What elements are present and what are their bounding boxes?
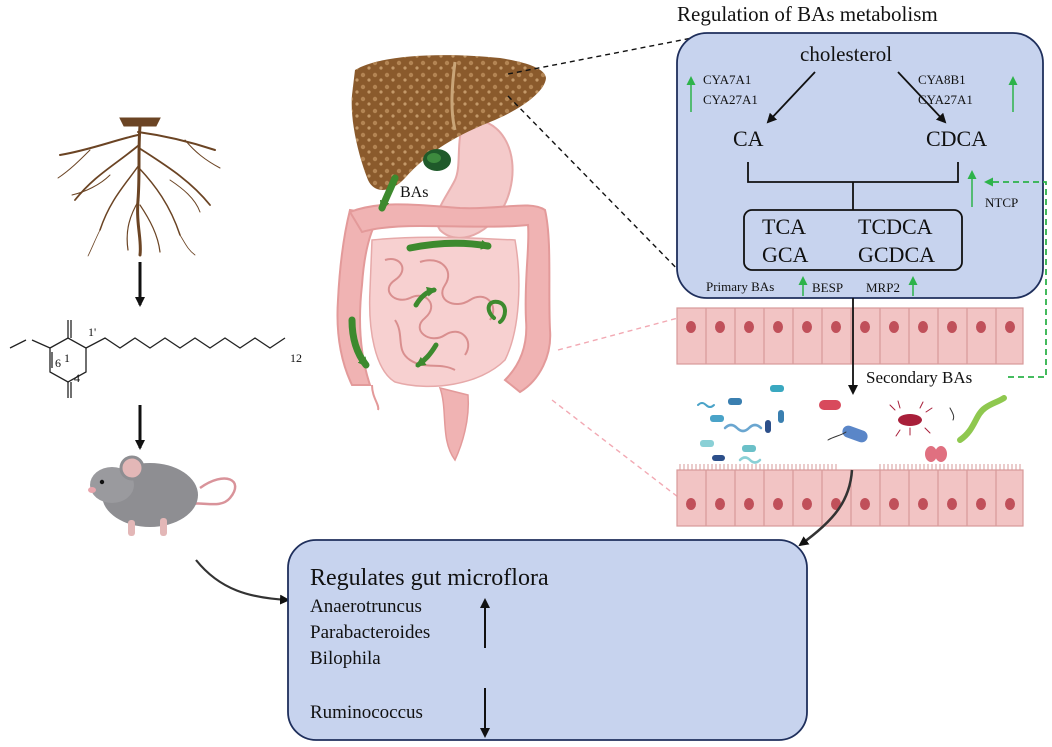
right-enzyme-2: CYA27A1	[918, 92, 973, 107]
atom-label-1: 1	[64, 351, 70, 365]
arrow-chol-to-ca	[766, 71, 816, 124]
ntcp-label: NTCP	[985, 195, 1019, 210]
conjugate-gca: GCA	[762, 242, 809, 267]
right-enzyme-1: CYA8B1	[918, 72, 966, 87]
bacteria-icon	[697, 385, 1007, 464]
ca-label: CA	[733, 126, 764, 151]
atom-label-1-prime: 1'	[88, 325, 97, 339]
mrp2-label: MRP2	[866, 280, 900, 295]
genus-down-1: Ruminococcus	[310, 702, 423, 723]
secondary-bas-label: Secondary BAs	[866, 368, 973, 387]
bile-flow-arrows	[348, 174, 507, 369]
conjugate-tca: TCA	[762, 214, 806, 239]
conjugate-tcdca: TCDCA	[858, 214, 933, 239]
cdca-label: CDCA	[926, 126, 988, 151]
cholesterol-label: cholesterol	[800, 42, 893, 66]
bas-label: BAs	[400, 184, 429, 201]
mouse-icon	[88, 455, 237, 536]
besp-label: BESP	[812, 280, 844, 295]
conjugate-gcdca: GCDCA	[858, 242, 936, 267]
result-title: Regulates gut microflora	[310, 565, 549, 591]
regulation-panel	[676, 32, 1044, 299]
panel-title: Regulation of BAs metabolism	[677, 2, 938, 26]
zoom-line-bottom	[507, 95, 691, 283]
result-box	[287, 539, 808, 741]
genus-up-2: Parabacteroides	[310, 622, 431, 643]
ntcp-feedback-arrow	[984, 177, 1047, 378]
atom-label-12: 12	[290, 351, 302, 365]
epithelium-bottom	[676, 464, 1024, 527]
zoom-line-gut-2	[551, 399, 679, 498]
genus-up-1: Anaerotruncus	[310, 596, 422, 617]
zoom-line-gut-1	[557, 317, 679, 351]
left-enzyme-2: CYA27A1	[703, 92, 758, 107]
root-icon	[57, 117, 221, 257]
arrow-lumen-to-result	[798, 469, 854, 547]
zoom-line-top	[507, 37, 693, 75]
conjugates-box	[743, 209, 963, 271]
arrow-mouse-to-result	[195, 559, 290, 605]
epithelium-top	[676, 307, 1024, 365]
intestine-icon	[336, 203, 552, 462]
atom-label-4: 4	[74, 371, 80, 385]
primary-bas-label: Primary BAs	[706, 279, 775, 294]
atom-label-6: 6	[55, 356, 61, 370]
liver-icon	[351, 55, 546, 190]
genus-up-3: Bilophila	[310, 648, 381, 669]
left-enzyme-1: CYA7A1	[703, 72, 752, 87]
compound-structure	[9, 320, 286, 398]
arrow-chol-to-cdca	[897, 71, 947, 124]
